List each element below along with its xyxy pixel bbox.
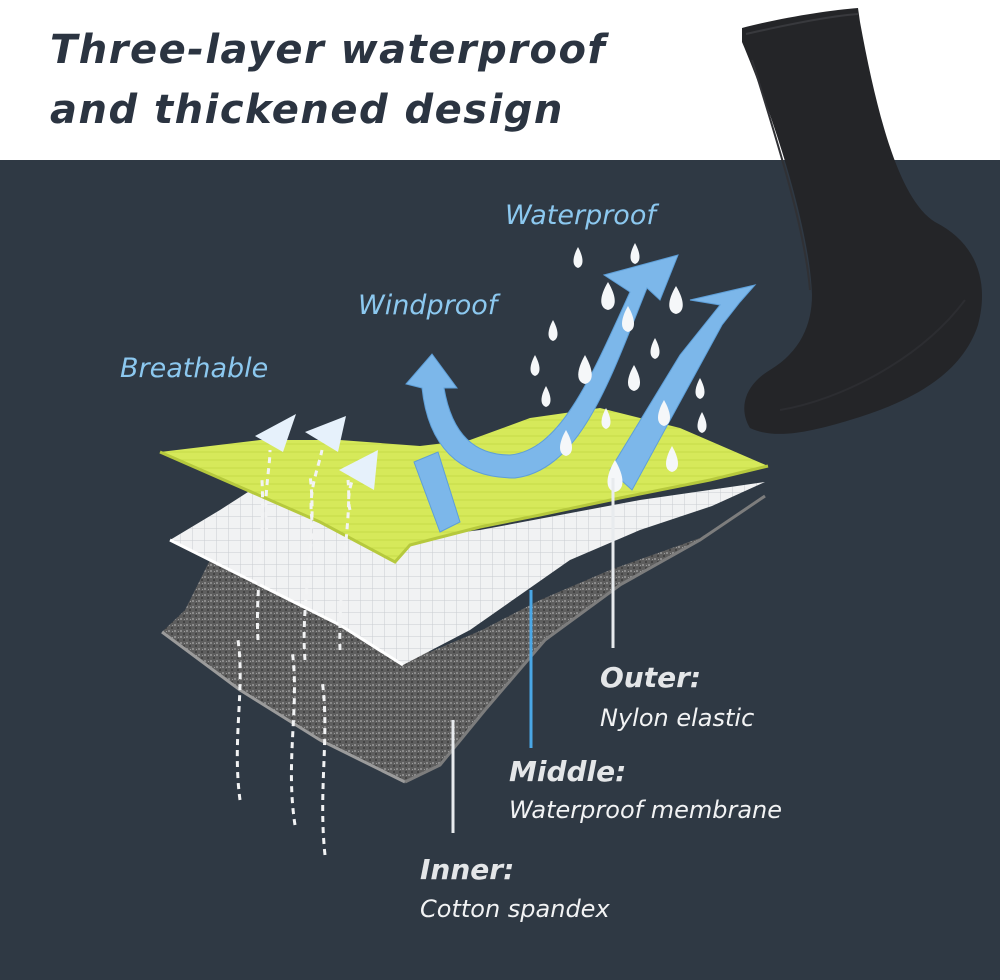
middle-layer <box>169 482 765 667</box>
page-title: Three-layer waterproof and thickened des… <box>50 20 606 140</box>
layer-middle-name: Middle: <box>509 755 627 788</box>
label-waterproof: Waterproof <box>505 200 656 231</box>
label-windproof: Windproof <box>358 290 498 321</box>
sock-image <box>742 8 983 434</box>
layer-inner-name: Inner: <box>420 853 515 886</box>
title-line-1: Three-layer waterproof <box>50 27 607 73</box>
label-breathable: Breathable <box>120 353 269 384</box>
title-line-2: and thickened design <box>50 87 564 133</box>
layer-outer-material: Nylon elastic <box>600 704 755 732</box>
leader-lines <box>451 478 615 833</box>
outer-layer <box>159 408 769 564</box>
layer-inner-material: Cotton spandex <box>420 895 610 923</box>
layer-outer-name: Outer: <box>600 661 702 694</box>
layer-middle-material: Waterproof membrane <box>509 796 783 824</box>
inner-layer <box>161 494 766 784</box>
water-drop-icon <box>530 243 707 492</box>
wind-arrow-icon <box>405 254 757 533</box>
breathable-arrow-icon <box>255 414 378 490</box>
